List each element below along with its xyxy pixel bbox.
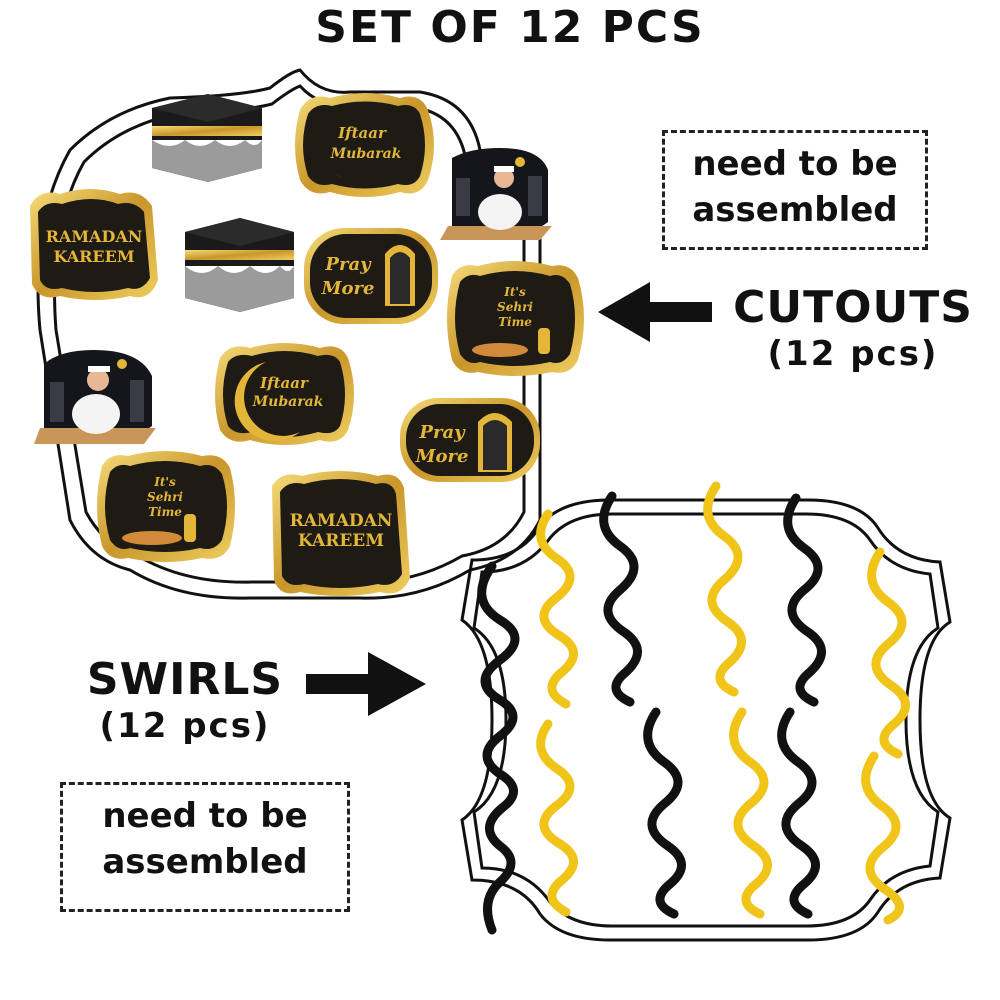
ramadan-kareem-cutout-2: RAMADAN KAREEM <box>272 471 410 596</box>
pray-text-1b: More <box>321 278 375 299</box>
prayer-cutout-2 <box>34 350 156 444</box>
gold-swirl-3 <box>703 481 746 697</box>
iftaar-text-1a: Iftaar <box>337 124 387 142</box>
gold-swirl-1 <box>536 509 578 709</box>
swirls-label-sub: (12 pcs) <box>99 706 271 746</box>
note-top-line1: need to be <box>692 144 898 184</box>
ramadan-text-2a: RAMADAN <box>290 511 393 531</box>
iftaar-mubarak-cutout-1: Iftaar Mubarak <box>295 93 434 197</box>
swirls-group <box>477 481 910 935</box>
note-bottom-line2: assembled <box>102 842 308 882</box>
pray-text-2a: Pray <box>418 422 466 443</box>
cutouts-arrow-icon <box>598 282 712 342</box>
iftaar-text-2a: Iftaar <box>259 374 309 392</box>
assembly-note-top: need to be assembled <box>662 130 928 250</box>
ramadan-text-2b: KAREEM <box>298 531 384 551</box>
ramadan-text-1a: RAMADAN <box>46 227 143 246</box>
note-bottom-line1: need to be <box>102 796 308 836</box>
pray-text-1a: Pray <box>324 254 372 275</box>
gold-swirl-6 <box>861 751 904 925</box>
swirls-label-main: SWIRLS <box>86 654 284 705</box>
black-swirl-4 <box>783 493 826 707</box>
page-title: SET OF 12 PCS <box>315 2 705 53</box>
cutouts-label-sub: (12 pcs) <box>767 334 939 374</box>
iftaar-mubarak-cutout-2: Iftaar Mubarak <box>215 343 354 445</box>
sehri-text-1b: Sehri <box>497 300 533 314</box>
cutouts-label-main: CUTOUTS <box>733 282 973 333</box>
note-top-line2: assembled <box>692 190 898 230</box>
sehri-time-cutout-2: It's Sehri Time <box>97 451 235 562</box>
ramadan-text-1b: KAREEM <box>53 247 134 266</box>
pray-text-2b: More <box>415 446 469 467</box>
swirls-frame <box>460 498 952 942</box>
swirls-label: SWIRLS (12 pcs) <box>60 654 310 746</box>
ramadan-kareem-cutout-1: RAMADAN KAREEM <box>30 189 158 300</box>
sehri-text-1c: Time <box>498 315 532 329</box>
kaaba-cutout-1 <box>152 94 262 182</box>
iftaar-text-1b: Mubarak <box>330 146 402 162</box>
prayer-cutout-1 <box>440 148 552 240</box>
black-swirl-1 <box>477 561 520 935</box>
gold-swirl-5 <box>867 547 910 759</box>
cutouts-label: CUTOUTS (12 pcs) <box>718 282 988 374</box>
sehri-text-2b: Sehri <box>147 490 183 504</box>
sehri-text-1a: It's <box>503 285 526 299</box>
black-swirl-2 <box>599 491 642 707</box>
kaaba-cutout-2 <box>185 218 294 312</box>
black-swirl-5 <box>777 707 820 919</box>
gold-swirl-2 <box>536 719 578 917</box>
sehri-text-2c: Time <box>148 505 182 519</box>
sehri-time-cutout-1: It's Sehri Time <box>447 261 584 376</box>
iftaar-text-2b: Mubarak <box>252 394 324 410</box>
gold-swirl-4 <box>729 707 772 919</box>
black-swirl-3 <box>643 707 686 919</box>
sehri-text-2a: It's <box>153 475 176 489</box>
pray-more-cutout-1: Pray More <box>304 228 438 324</box>
swirls-arrow-icon <box>306 652 426 716</box>
pray-more-cutout-2: Pray More <box>400 398 540 482</box>
assembly-note-bottom: need to be assembled <box>60 782 350 912</box>
